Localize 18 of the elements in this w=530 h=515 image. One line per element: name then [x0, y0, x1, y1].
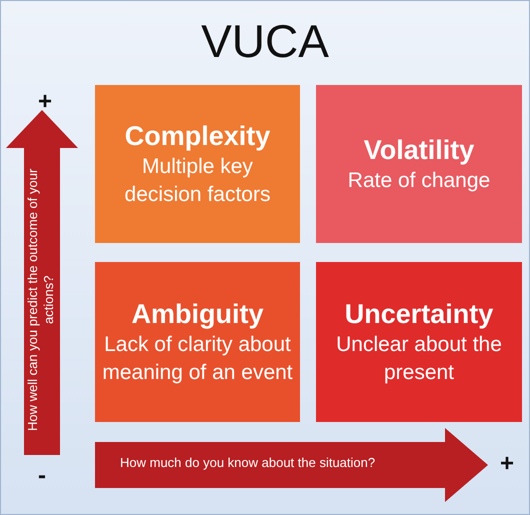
quadrant-description: Rate of change — [348, 168, 490, 194]
quadrant-box — [95, 262, 300, 422]
quadrant-box — [95, 85, 300, 243]
quadrant-heading: Uncertainty — [344, 298, 494, 331]
plus-sign: + — [38, 88, 52, 116]
quadrant-description: Lack of clarity about meaning of an event — [101, 332, 294, 386]
diagram-title: VUCA — [200, 14, 330, 68]
quadrant-box — [316, 85, 522, 243]
minus-sign: - — [38, 462, 46, 490]
axis-label: How much do you know about the situation? — [120, 455, 376, 470]
quadrant-heading: Volatility — [364, 134, 474, 167]
axis-label: How well can you predict the outcome of your actions? — [25, 168, 57, 434]
quadrant-heading: Complexity — [124, 120, 270, 153]
quadrant-box — [316, 262, 522, 422]
plus-sign: + — [500, 450, 514, 478]
quadrant-description: Multiple key decision factors — [124, 154, 272, 208]
quadrant-heading: Ambiguity — [132, 298, 264, 331]
quadrant-description: Unclear about the present — [335, 332, 503, 386]
